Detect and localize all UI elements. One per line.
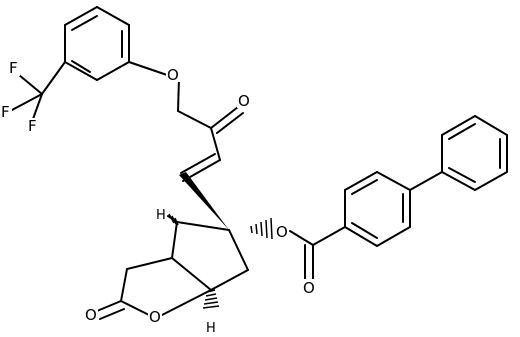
biphenyl-inner-ring [344,171,411,247]
fluorine-label-2: F [1,103,10,121]
aryloxy-ketone-chain [128,61,244,182]
hashed-wedge-bottom-h [202,289,220,309]
bold-wedge-vinyl [179,172,229,230]
biphenyl-outer-ring [409,115,508,191]
ether-oxygen-label: O [167,66,179,84]
atom-labels: O O O O O O F F F H H [0,59,316,336]
bicyclic-lactone-core [96,221,249,320]
fluorine-label-3: F [28,117,37,135]
ester-linkage [289,226,346,281]
ester-oxygen-label: O [276,223,288,241]
fluorine-label-1: F [9,59,18,77]
trifluoromethylphenyl-ring [64,6,130,81]
trifluoromethyl-group [11,61,66,120]
hashed-wedge-top-h [167,213,179,226]
hydrogen-label-bottom: H [206,321,216,336]
lactone-carbonyl-oxygen-label: O [85,306,97,324]
ketone-oxygen-label: O [238,92,250,110]
ester-carbonyl-oxygen-label: O [303,279,315,297]
ring-oxygen-label: O [149,308,161,326]
hydrogen-label-top: H [156,208,166,223]
hashed-wedge-ester-o [250,217,273,240]
stereo-bonds [167,172,273,309]
